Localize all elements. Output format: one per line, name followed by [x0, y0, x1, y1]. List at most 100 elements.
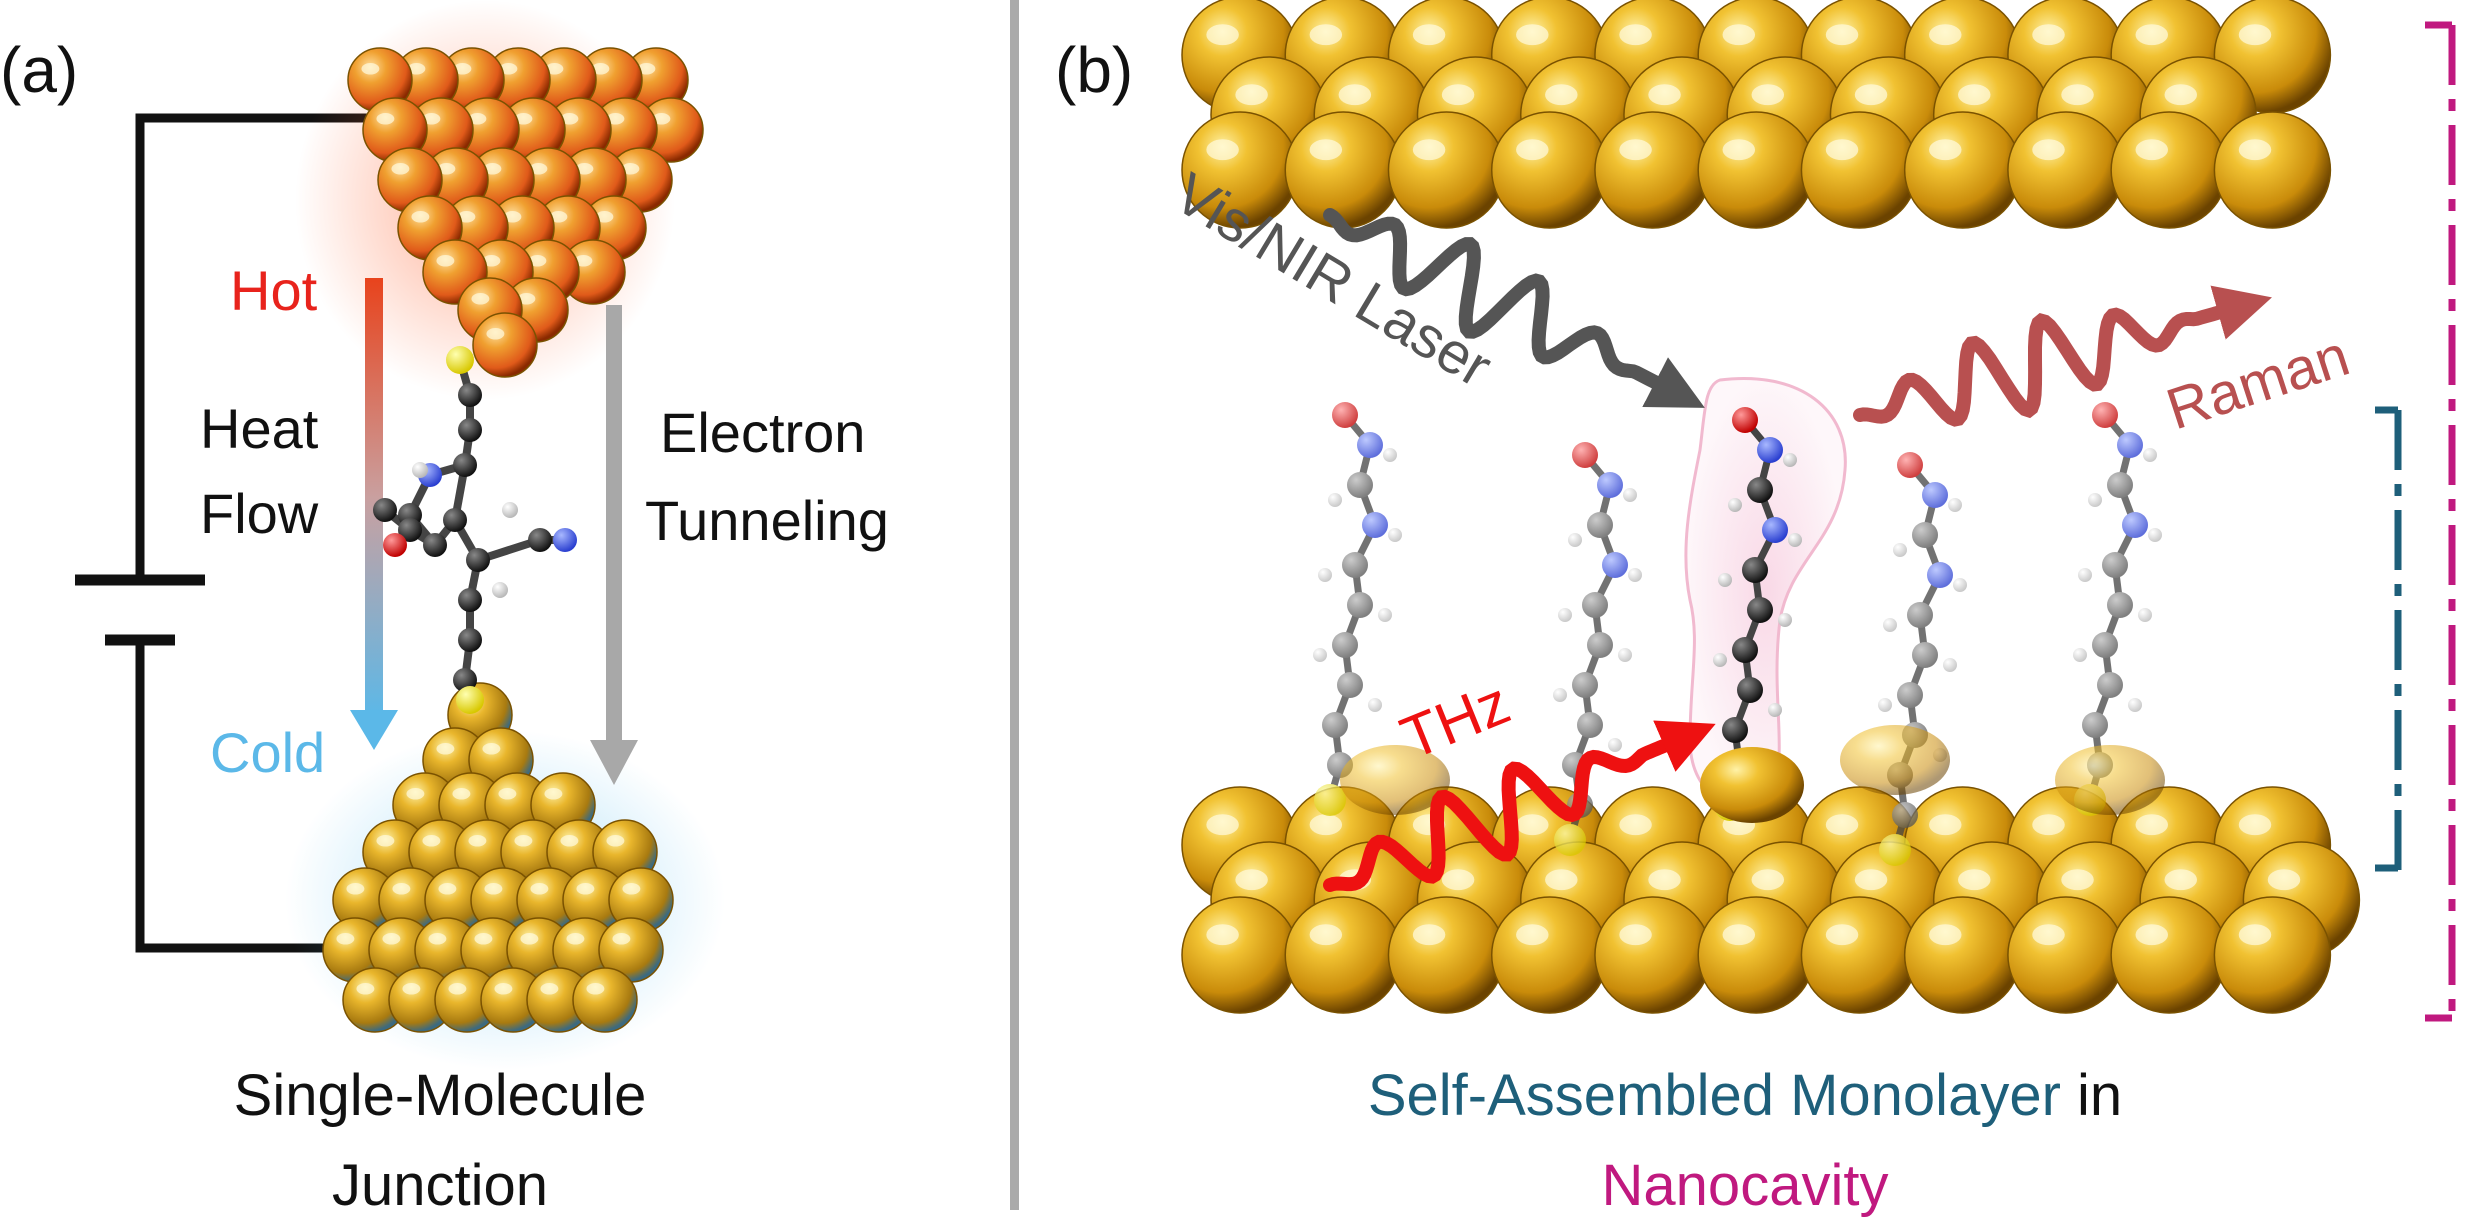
- gold-atom-shine: [1958, 869, 1991, 891]
- adatom: [1840, 725, 1950, 795]
- panel-b-label: (b): [1055, 34, 1133, 106]
- atom: [1948, 498, 1962, 512]
- gold-atom-shine: [1825, 139, 1859, 161]
- atom: [1388, 528, 1402, 542]
- atom: [373, 498, 397, 522]
- atom: [1927, 562, 1953, 588]
- gold-atom: [1284, 896, 1402, 1014]
- atom: [1878, 698, 1892, 712]
- gold-atom: [1800, 896, 1919, 1014]
- gold-atom-shine: [560, 113, 579, 125]
- gold-atom-shine: [560, 835, 579, 847]
- atom: [2092, 632, 2118, 658]
- atom: [1883, 618, 1897, 632]
- atom: [458, 383, 482, 407]
- gold-atom-shine: [422, 113, 441, 125]
- gold-atom-shine: [566, 933, 585, 945]
- electron-tunneling-arrow: [590, 305, 638, 785]
- gold-atom-shine: [346, 883, 365, 895]
- atom: [1618, 648, 1632, 662]
- atom: [1893, 543, 1907, 557]
- gold-atom-shine: [1235, 84, 1268, 106]
- gold-atom-shine: [576, 883, 595, 895]
- gold-atom-shine: [2238, 139, 2272, 161]
- gold-atom: [1594, 111, 1712, 229]
- gold-atom-shine: [376, 835, 395, 847]
- atom: [1553, 688, 1567, 702]
- gold-atom-shine: [457, 211, 476, 223]
- gold-atom-shine: [1619, 24, 1652, 46]
- gold-atom-shine: [499, 63, 518, 75]
- gold-atom-shine: [498, 788, 517, 800]
- atom: [1628, 568, 1642, 582]
- gold-atom: [1697, 896, 1815, 1014]
- atom: [1368, 698, 1382, 712]
- caption-cavity: Nanocavity: [1602, 1153, 1889, 1218]
- gold-atom-shine: [1309, 139, 1343, 161]
- gold-atom-shine: [637, 63, 656, 75]
- atom: [1587, 512, 1613, 538]
- gold-atom-shine: [361, 63, 380, 75]
- gold-atom: [2213, 111, 2332, 229]
- atom: [1623, 488, 1637, 502]
- gold-atom-shine: [612, 933, 631, 945]
- gold-atom: [1594, 896, 1712, 1014]
- gold-atom-shine: [1545, 84, 1578, 106]
- adatom: [1700, 747, 1804, 823]
- gold-atom-shine: [1648, 84, 1681, 106]
- atom: [1347, 592, 1373, 618]
- gold-atom-shine: [436, 255, 455, 267]
- atom: [1357, 432, 1383, 458]
- gold-atom-shine: [471, 293, 490, 305]
- gold-atom-shine: [1206, 24, 1239, 46]
- gold-atom-shine: [595, 211, 614, 223]
- gold-tip-icon: [295, 0, 704, 400]
- atom: [1337, 672, 1363, 698]
- caption-a-line2: Junction: [332, 1153, 548, 1218]
- gold-atom-shine: [1516, 924, 1549, 946]
- gold-atom-shine: [1929, 139, 1962, 161]
- gold-atom-shine: [2135, 24, 2168, 46]
- atom: [1342, 552, 1368, 578]
- gold-atom-shine: [2238, 24, 2272, 46]
- atom: [553, 528, 577, 552]
- atom: [466, 548, 490, 572]
- gold-atom-shine: [622, 883, 641, 895]
- gold-atom-shine: [2061, 869, 2094, 891]
- atom: [1313, 648, 1327, 662]
- gold-atom-shine: [486, 328, 505, 340]
- gold-atom-shine: [407, 63, 426, 75]
- atom: [2078, 568, 2092, 582]
- caption-sam: Self-Assembled Monolayer: [1368, 1063, 2061, 1128]
- gold-atom-shine: [540, 983, 559, 995]
- gold-atom-shine: [1619, 924, 1652, 946]
- atom: [2102, 552, 2128, 578]
- gold-atom-shine: [1516, 24, 1549, 46]
- gold-atom-shine: [1854, 869, 1888, 891]
- atom: [1778, 613, 1792, 627]
- atom: [1788, 533, 1802, 547]
- flow-label: Flow: [200, 482, 319, 545]
- wavy-arrow-icon: [1853, 285, 2272, 427]
- atom: [456, 686, 484, 714]
- gold-atom-shine: [336, 933, 355, 945]
- atom: [1314, 784, 1346, 816]
- gold-atom-shine: [376, 113, 395, 125]
- atom: [443, 508, 467, 532]
- gold-atom-shine: [1619, 139, 1652, 161]
- atom: [2073, 648, 2087, 662]
- gold-atom-shine: [1309, 924, 1343, 946]
- gold-atom-shine: [606, 835, 625, 847]
- gold-atom-shine: [1206, 924, 1239, 946]
- gold-atom-shine: [2032, 924, 2065, 946]
- atom: [1943, 658, 1957, 672]
- gold-atom-shine: [2032, 814, 2065, 836]
- gold-atom-shine: [1619, 814, 1652, 836]
- atom: [458, 588, 482, 612]
- gold-atom-shine: [2238, 924, 2272, 946]
- atom: [1879, 834, 1911, 866]
- gold-atom-shine: [574, 255, 593, 267]
- atom: [2138, 608, 2152, 622]
- gold-atom-shine: [402, 983, 421, 995]
- gold-atom: [1284, 111, 1402, 229]
